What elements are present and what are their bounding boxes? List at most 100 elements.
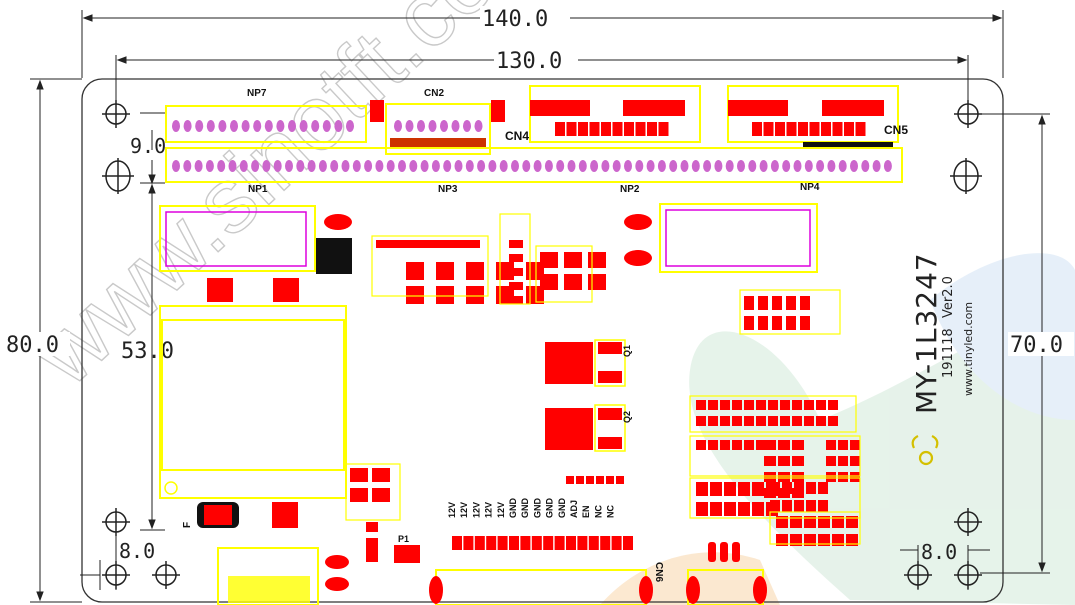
header-pin bbox=[612, 160, 621, 172]
svg-text:Q1: Q1 bbox=[622, 345, 632, 357]
smd-pad bbox=[792, 456, 804, 466]
connector-pad bbox=[589, 122, 600, 136]
smd-pad bbox=[768, 416, 778, 426]
header-pin bbox=[680, 160, 689, 172]
smd-pad bbox=[696, 416, 706, 426]
header-pin bbox=[578, 160, 587, 172]
top-offset-label: 9.0 bbox=[130, 134, 166, 158]
right-hole-offset-label: 8.0 bbox=[921, 540, 957, 564]
header-pin bbox=[440, 120, 448, 132]
smd-pad bbox=[800, 296, 810, 310]
hole-spacing-width-label: 130.0 bbox=[496, 49, 562, 74]
smd-pad bbox=[738, 502, 750, 516]
header-pin bbox=[285, 160, 293, 172]
smd-pad bbox=[720, 416, 730, 426]
smd-pad bbox=[738, 482, 750, 496]
header-pin bbox=[251, 160, 260, 172]
inductor bbox=[159, 278, 347, 499]
smd-pad bbox=[436, 286, 454, 304]
connector-pad bbox=[658, 122, 669, 136]
svg-text:Q2: Q2 bbox=[622, 411, 632, 423]
smd-pad bbox=[752, 482, 764, 496]
connector-pad bbox=[775, 122, 785, 136]
smd-pad bbox=[778, 456, 790, 466]
smd-pad bbox=[588, 252, 606, 268]
smd-pad bbox=[406, 262, 424, 280]
svg-text:CN6: CN6 bbox=[653, 562, 664, 582]
header-pin bbox=[428, 120, 437, 132]
dimension-lines bbox=[30, 10, 1050, 603]
smd-pad bbox=[456, 240, 470, 248]
header-pin bbox=[748, 160, 757, 172]
header-pin bbox=[273, 160, 282, 172]
smd-pad bbox=[756, 440, 766, 450]
label-cn5: CN5 bbox=[884, 123, 908, 137]
silk-outline bbox=[769, 511, 861, 545]
pin-label: GND bbox=[508, 498, 518, 519]
smd-pad bbox=[800, 316, 810, 330]
connector-pad bbox=[611, 536, 622, 550]
silk-outline bbox=[371, 235, 489, 297]
version: Ver2.0 bbox=[941, 276, 956, 318]
smd-pad bbox=[792, 416, 802, 426]
label-np1: NP1 bbox=[248, 184, 268, 195]
header-pin bbox=[782, 160, 791, 172]
crystal-right bbox=[659, 203, 818, 273]
capacitor-pads bbox=[324, 214, 652, 270]
smd-pad bbox=[756, 400, 766, 410]
header-pin bbox=[463, 120, 471, 132]
header-pin bbox=[276, 120, 285, 132]
left-hole-offset-label: 8.0 bbox=[119, 539, 155, 563]
header-pin bbox=[341, 160, 350, 172]
smd-pad bbox=[838, 440, 848, 450]
website: www.tinyled.com bbox=[962, 302, 975, 396]
dimension-labels: 140.0 130.0 80.0 70.0 53.0 9.0 8.0 8.0 bbox=[4, 6, 1074, 564]
smd-pad bbox=[744, 440, 754, 450]
smd-pad bbox=[708, 440, 718, 450]
smd-pad bbox=[772, 296, 782, 310]
smd-pad bbox=[804, 534, 816, 546]
header-pin bbox=[850, 160, 858, 172]
connector-pad bbox=[543, 536, 554, 550]
connector-pad bbox=[555, 122, 565, 136]
small-connector-right bbox=[686, 542, 767, 605]
pin-label: 12V bbox=[496, 502, 506, 518]
smd-pad bbox=[696, 400, 706, 410]
smd-pad bbox=[850, 472, 860, 482]
smd-pad bbox=[790, 516, 802, 528]
header-pin bbox=[474, 120, 483, 132]
inner-height-label: 53.0 bbox=[121, 339, 174, 364]
hole-bottom-right-a bbox=[954, 508, 982, 536]
connector-pad bbox=[474, 536, 485, 550]
smd-pad bbox=[696, 440, 706, 450]
header-pin bbox=[872, 160, 881, 172]
hole-bottom-right-c bbox=[954, 561, 982, 589]
header-pin bbox=[691, 160, 700, 172]
smd-pad bbox=[720, 440, 730, 450]
pin-label: 12V bbox=[484, 502, 494, 518]
smd-clusters bbox=[345, 213, 861, 548]
smd-pad bbox=[764, 456, 776, 466]
header-pin bbox=[241, 120, 250, 132]
header-pin bbox=[838, 160, 847, 172]
label-np2: NP2 bbox=[620, 184, 640, 195]
smd-pad bbox=[696, 482, 708, 496]
smd-pad bbox=[804, 416, 814, 426]
smd-pad bbox=[764, 440, 776, 450]
smd-pad bbox=[732, 416, 742, 426]
header-pin bbox=[737, 160, 745, 172]
silk-outline bbox=[345, 463, 401, 521]
fuse-f: F bbox=[182, 502, 298, 528]
header-pin bbox=[657, 160, 666, 172]
watermark: www.sinotft.com bbox=[13, 0, 569, 405]
smd-pad bbox=[790, 534, 802, 546]
smd-pad bbox=[786, 316, 796, 330]
logo-icon bbox=[911, 435, 939, 466]
smd-pad bbox=[804, 400, 814, 410]
hole-top-left bbox=[102, 100, 130, 128]
smd-pad bbox=[828, 416, 838, 426]
smd-pad bbox=[426, 240, 440, 248]
connector-pad bbox=[855, 122, 866, 136]
smd-pad bbox=[850, 456, 860, 466]
